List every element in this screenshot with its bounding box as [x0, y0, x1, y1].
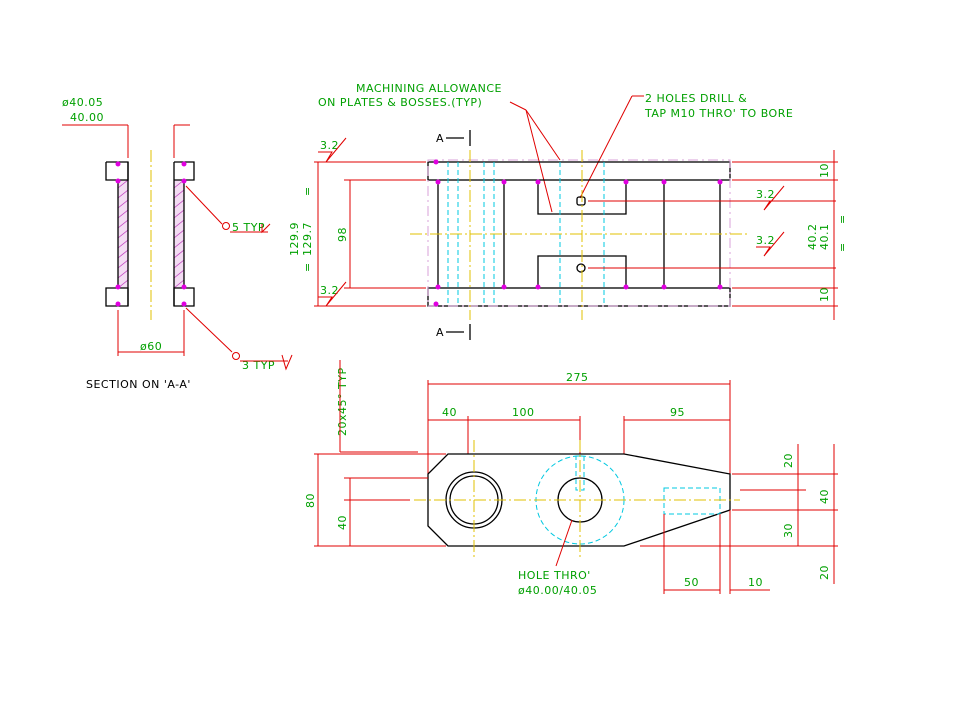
dim-10-bottom: 10 — [748, 576, 763, 589]
finish-right-2: 3.2 — [756, 234, 775, 247]
note-holes-2: TAP M10 THRO' TO BORE — [644, 107, 793, 120]
dim-inner-98: 98 — [336, 227, 349, 242]
dim-10-top: 10 — [818, 163, 831, 178]
dim-40-2: 40.2 — [806, 224, 819, 251]
dim-40-right: 40 — [818, 489, 831, 504]
front-outline — [427, 453, 731, 547]
hole-note-2: ø40.00/40.05 — [518, 584, 597, 597]
section-view: ø40.05 40.00 — [62, 96, 293, 391]
dim-50: 50 — [684, 576, 699, 589]
dim-30: 30 — [782, 523, 795, 538]
dim-275: 275 — [566, 371, 589, 384]
section-mark-bottom: A — [436, 326, 444, 339]
outer-diameter: ø60 — [140, 340, 162, 353]
tap-hole-bottom — [576, 263, 586, 273]
dim-100: 100 — [512, 406, 535, 419]
bore-tolerance-lower: 40.00 — [70, 111, 104, 124]
finish-top-left: 3.2 — [320, 139, 339, 152]
dim-overall-2: 129.7 — [301, 222, 314, 256]
equal-mark-1: = — [301, 186, 314, 196]
finish-right-1: 3.2 — [756, 188, 775, 201]
equal-mark-2: = — [301, 262, 314, 272]
note-machining-2: ON PLATES & BOSSES.(TYP) — [318, 96, 482, 109]
dim-20-top: 20 — [782, 453, 795, 468]
weld-5-typ: 5 TYP — [232, 221, 265, 234]
note-machining-1: MACHINING ALLOWANCE — [356, 82, 502, 95]
dim-overall-1: 129.9 — [288, 222, 301, 256]
bore-tolerance-upper: ø40.05 — [62, 96, 103, 109]
dim-80: 80 — [304, 493, 317, 508]
front-view: 20x45° TYP 275 40 100 95 80 — [304, 360, 838, 597]
top-view: MACHINING ALLOWANCE ON PLATES & BOSSES.(… — [288, 82, 849, 340]
weld-markers-top — [433, 159, 723, 307]
dim-95: 95 — [670, 406, 685, 419]
section-hatching — [117, 179, 185, 289]
section-mark-top: A — [436, 132, 444, 145]
hole-note-1: HOLE THRO' — [518, 569, 591, 582]
tap-hole-top — [576, 196, 586, 206]
dim-20-bottom: 20 — [818, 565, 831, 580]
top-plate — [427, 161, 731, 181]
bottom-plate — [427, 287, 731, 307]
dim-40-1: 40.1 — [818, 224, 831, 251]
finish-bottom-left: 3.2 — [320, 284, 339, 297]
dim-40-left: 40 — [336, 515, 349, 530]
dim-40-top: 40 — [442, 406, 457, 419]
note-holes-1: 2 HOLES DRILL & — [645, 92, 747, 105]
chamfer-note: 20x45° TYP — [336, 367, 349, 436]
section-title: SECTION ON 'A-A' — [86, 378, 191, 391]
equal-mark-3: = — [836, 214, 849, 224]
equal-mark-4: = — [836, 242, 849, 252]
weld-3-typ: 3 TYP — [242, 359, 275, 372]
dim-10-bottom: 10 — [818, 287, 831, 302]
